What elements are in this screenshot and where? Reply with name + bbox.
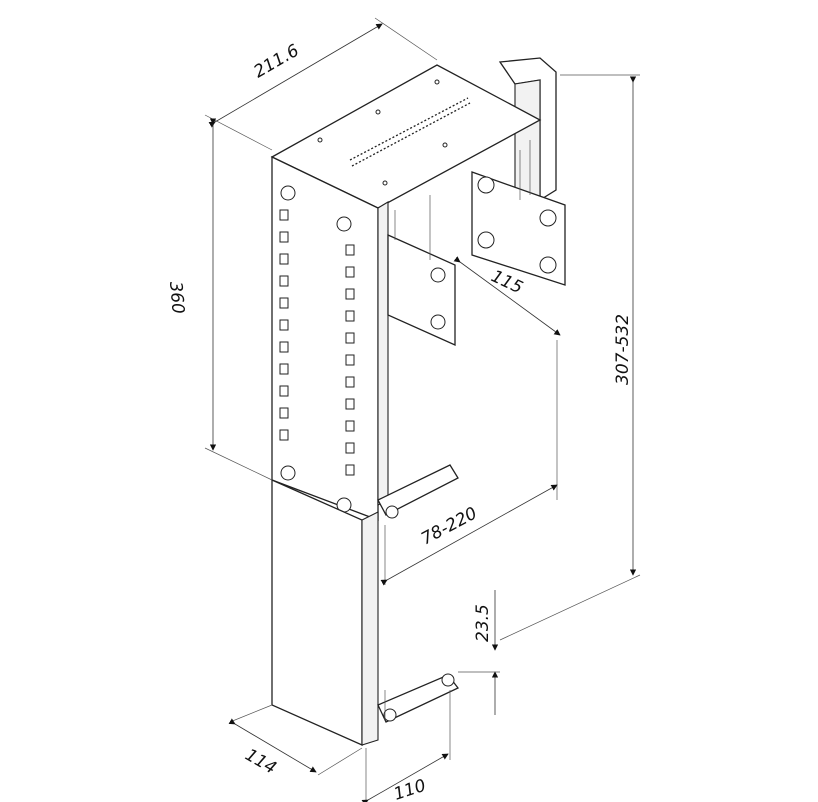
slot-hole	[279, 341, 289, 353]
dim-label-foot-height: 23.5	[473, 604, 493, 642]
slot-hole	[279, 209, 289, 221]
slot-hole	[345, 244, 355, 256]
slot-hole	[345, 442, 355, 454]
slot-hole	[345, 464, 355, 476]
dimension-lines	[204, 17, 641, 802]
dim-label-height-box: 360	[165, 281, 188, 315]
slot-hole	[279, 253, 289, 265]
dim-label-base-width: 110	[391, 776, 428, 802]
slot-hole	[345, 398, 355, 410]
slot-hole	[345, 420, 355, 432]
dim-label-width-range: 78-220	[418, 503, 481, 549]
slot-hole	[279, 319, 289, 331]
slot-hole	[345, 376, 355, 388]
slot-hole	[279, 297, 289, 309]
slot-hole	[345, 310, 355, 322]
dim-label-base-depth: 114	[242, 745, 280, 779]
slot-hole	[279, 363, 289, 375]
slot-hole	[279, 429, 289, 441]
dim-label-total-height: 307-532	[613, 314, 633, 385]
adjustment-slots	[279, 209, 355, 476]
side-clamp-plate	[387, 195, 456, 347]
slot-hole	[279, 407, 289, 419]
slot-hole	[279, 275, 289, 287]
slot-hole	[345, 288, 355, 300]
slot-hole	[345, 266, 355, 278]
slot-hole	[279, 231, 289, 243]
slot-hole	[279, 385, 289, 397]
upper-box	[270, 64, 542, 521]
slot-hole	[345, 354, 355, 366]
dim-label-depth-top: 211.6	[251, 41, 303, 83]
slot-hole	[345, 332, 355, 344]
lower-tube	[271, 464, 460, 747]
